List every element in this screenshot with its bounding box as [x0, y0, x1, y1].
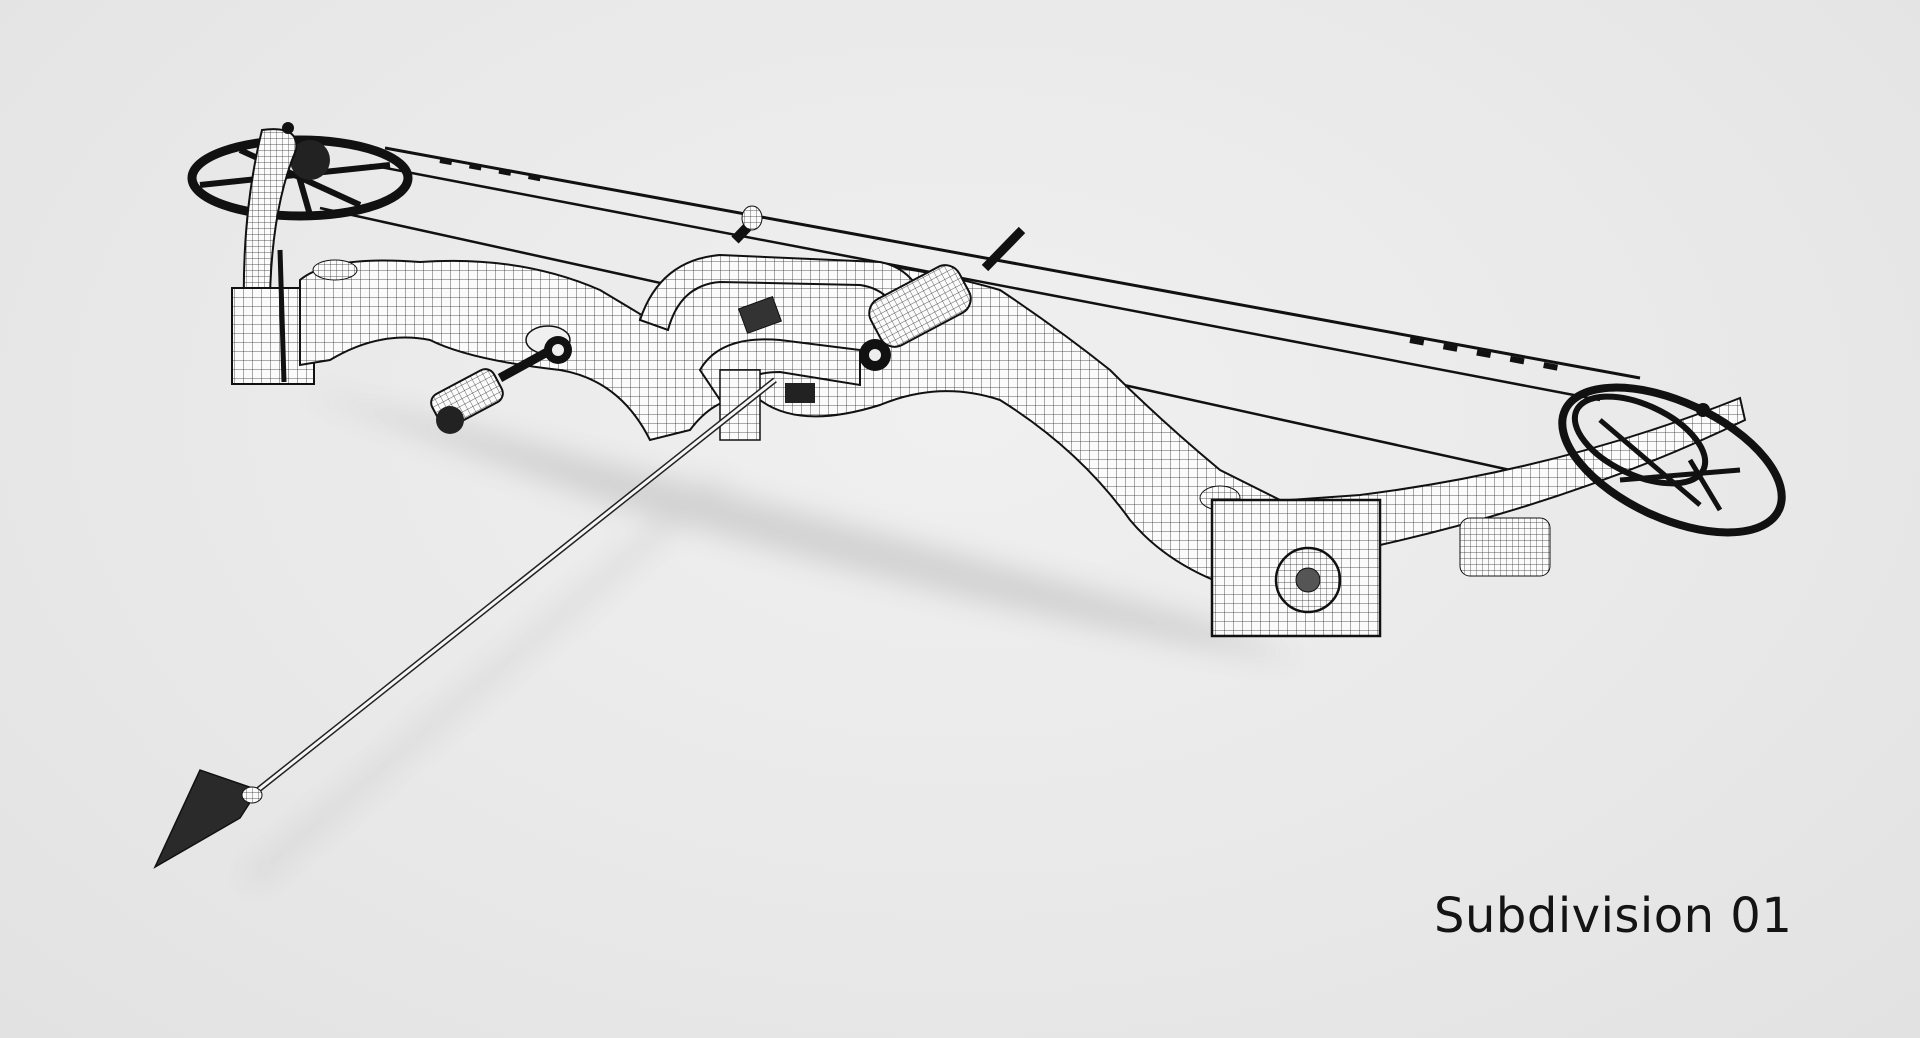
caption-label: Subdivision 01 [1434, 888, 1793, 944]
upper-limb [231, 122, 315, 385]
broadhead-icon [153, 769, 260, 869]
stabilizer-left [430, 336, 572, 434]
ground-shadow [246, 390, 1300, 884]
arrow [153, 377, 777, 869]
upper-cam [187, 135, 413, 221]
arrow-rest [737, 295, 815, 403]
lower-limb [1210, 396, 1747, 638]
lower-cam [1558, 383, 1786, 537]
stabilizer-right [731, 205, 1026, 371]
